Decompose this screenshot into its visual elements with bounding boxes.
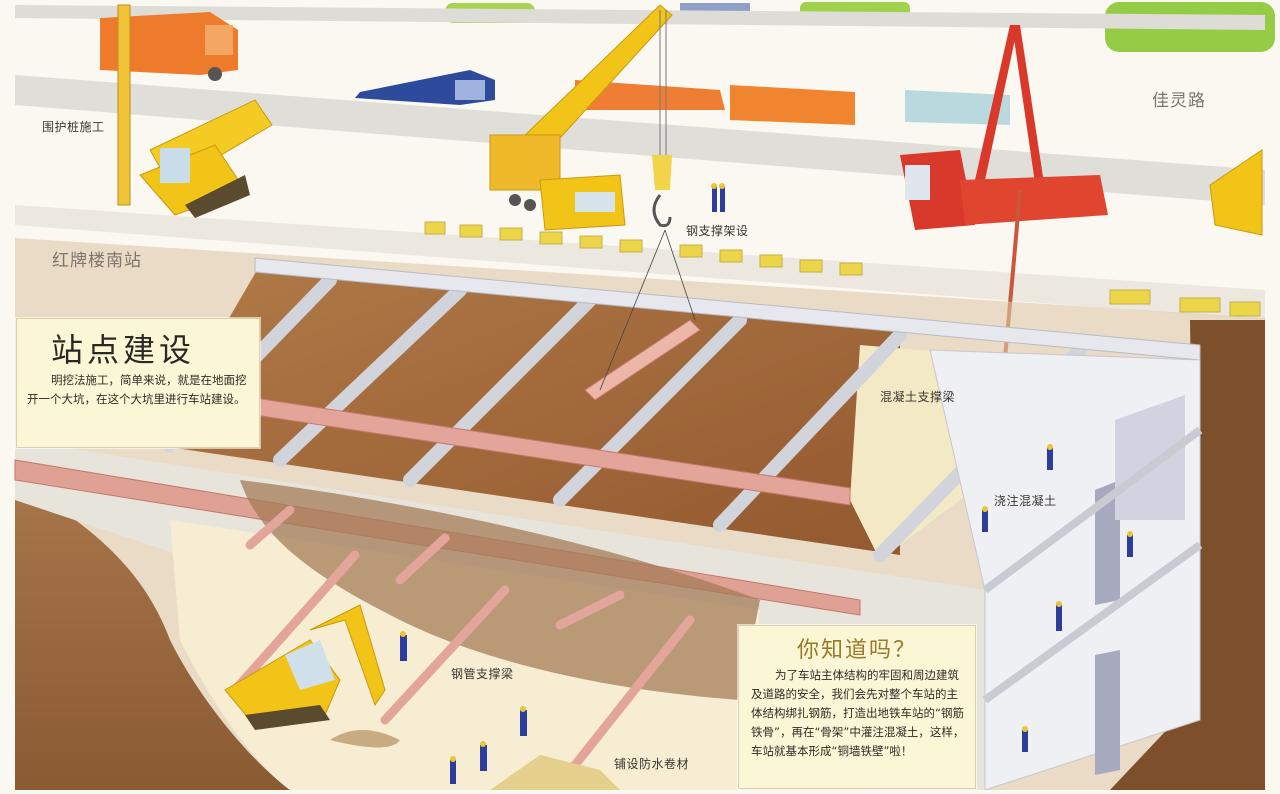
concrete-support-beam-label: 混凝土支撑梁 — [880, 390, 956, 404]
column — [1095, 650, 1120, 775]
steel-support-install-label: 钢支撑架设 — [686, 224, 749, 238]
waterproof-membrane-roll — [490, 755, 620, 790]
steel-pipe-support-beam-label: 钢管支撑梁 — [451, 667, 514, 681]
intro-card-title: 站点建设 — [51, 331, 196, 369]
did-you-know-body: 为了车站主体结构的牢固和周边建筑及道路的安全，我们会先对整个车站的主体结构绑扎钢… — [751, 668, 965, 758]
edge-crane — [1209, 149, 1263, 236]
excavator — [224, 604, 400, 748]
hanging-steel-pipe — [584, 319, 701, 401]
steel-pipe-struts — [230, 505, 695, 770]
column — [1095, 480, 1120, 605]
orange-truck — [100, 12, 238, 81]
pour-concrete-label: 浇注混凝土 — [994, 494, 1057, 508]
station-name-label: 红牌楼南站 — [52, 251, 142, 271]
blue-truck — [355, 70, 495, 105]
mobile-crane — [489, 4, 673, 231]
did-you-know-title: 你知道吗？ — [796, 638, 917, 663]
right-soil-bank — [1110, 320, 1265, 790]
intro-card: 站点建设 明挖法施工，简单来说，就是在地面挖开一个大坑，在这个大坑里进行车站建设… — [16, 318, 260, 448]
pile-driver-crane — [117, 4, 273, 218]
safety-fence — [424, 221, 1261, 317]
did-you-know-card: 你知道吗？ 为了车站主体结构的牢固和周边建筑及道路的安全，我们会先对整个车站的主… — [738, 625, 976, 789]
intro-card-body: 明挖法施工，简单来说，就是在地面挖开一个大坑，在这个大坑里进行车站建设。 — [27, 373, 247, 406]
left-soil-bank — [15, 480, 290, 790]
road-name-label: 佳灵路 — [1152, 91, 1206, 111]
retaining-pile-label: 围护桩施工 — [42, 120, 105, 134]
workers — [400, 186, 1133, 784]
orange-cars — [575, 80, 1010, 125]
waterproof-membrane-label: 铺设防水卷材 — [614, 757, 690, 771]
red-crane — [900, 25, 1108, 461]
